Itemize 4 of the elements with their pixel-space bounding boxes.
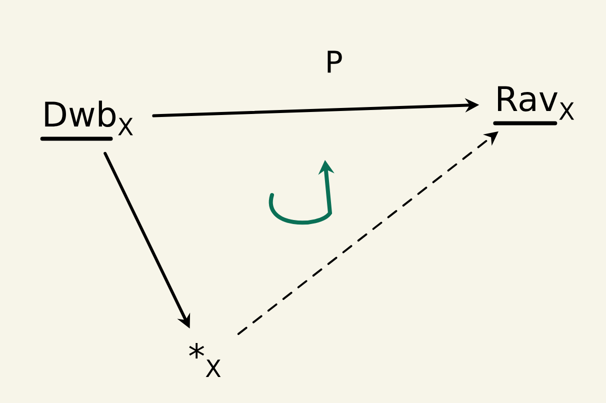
- edge-label: P: [328, 50, 342, 73]
- label-text: Dwb$_{X}$: [45, 100, 133, 136]
- label-text: Rav$_{X}$: [498, 86, 574, 120]
- label-text: *$_{X}$: [189, 342, 221, 377]
